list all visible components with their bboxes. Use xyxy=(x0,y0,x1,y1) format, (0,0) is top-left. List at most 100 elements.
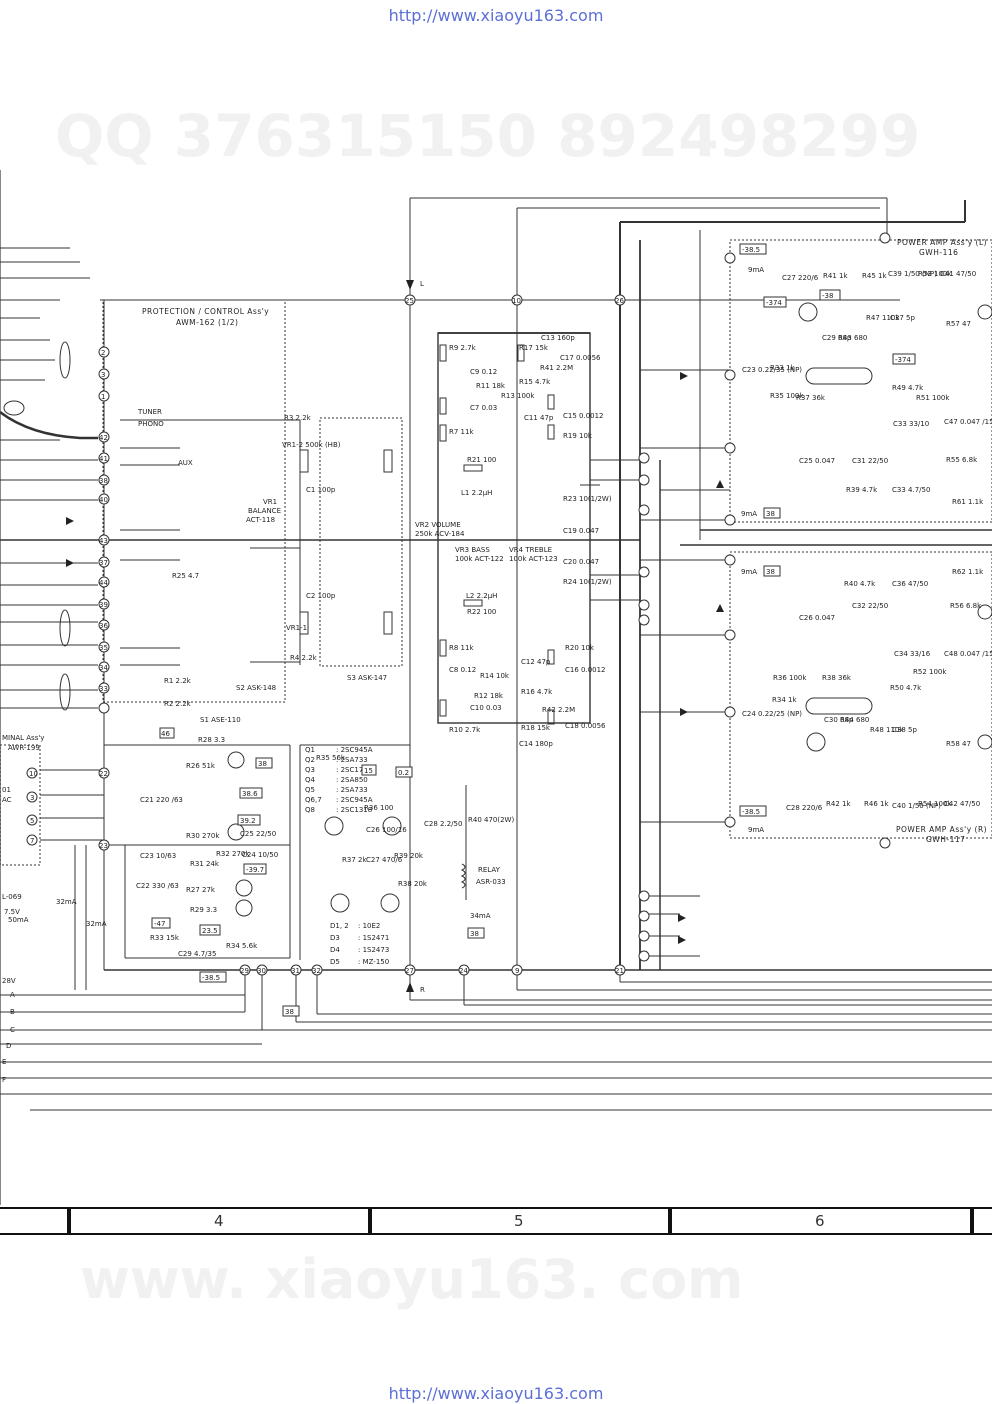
component-label: C1 100p xyxy=(306,486,336,494)
component-label: R58 47 xyxy=(946,740,971,748)
component-label: C29 68p xyxy=(822,334,852,342)
voltage-tag: -38.5 xyxy=(742,246,760,254)
terminal-text: AC xyxy=(2,796,12,804)
phono-label: PHONO xyxy=(138,420,164,428)
vr4-model-label: 100k ACT-123 xyxy=(509,555,558,563)
vr4-treble-label: VR4 TREBLE xyxy=(509,546,552,554)
bus-label: D xyxy=(6,1042,11,1050)
bus-label: C xyxy=(10,1026,15,1034)
component-label: R2 2.2k xyxy=(164,700,192,708)
current-label: 34mA xyxy=(470,912,491,920)
diode-ref: D1, 2 xyxy=(330,922,349,930)
transistor-ref: Q4 xyxy=(305,776,316,784)
component-label: C31 22/50 xyxy=(852,457,888,465)
vr3-bass-label: VR3 BASS xyxy=(455,546,490,554)
component-label: R45 1k xyxy=(862,272,887,280)
power-amp-top-title: POWER AMP Ass'y (L) xyxy=(897,238,987,247)
diode-ref: D4 xyxy=(330,946,340,954)
component-label: C36 47/50 xyxy=(892,580,928,588)
s2-model-label: S2 ASK-148 xyxy=(236,684,276,692)
component-label: R7 11k xyxy=(449,428,474,436)
component-label: R43 680 xyxy=(838,334,867,342)
component-label: R44 680 xyxy=(840,716,869,724)
component-label: C24 10/50 xyxy=(242,851,278,859)
component-label: R32 270k xyxy=(216,850,250,858)
voltage-tag: 38.6 xyxy=(242,790,258,798)
component-label: R29 3.3 xyxy=(190,906,217,914)
current-label: 32mA xyxy=(56,898,77,906)
pin-number: 43 xyxy=(99,537,108,545)
transistor-part: : 2SC945A xyxy=(336,746,373,754)
pin-number: 23 xyxy=(99,842,108,850)
power-amp-bottom-title: POWER AMP Ass'y (R) xyxy=(896,825,987,834)
component-label: C23 10/63 xyxy=(140,852,176,860)
pin-number: 9 xyxy=(515,967,519,975)
voltage-tag: 38 xyxy=(285,1008,294,1016)
pin-number: 22 xyxy=(99,770,108,778)
component-label: VR1-2 500k (HB) xyxy=(282,441,341,449)
channel-r-label: R xyxy=(420,986,425,994)
diode-ref: D3 xyxy=(330,934,340,942)
watermark-top: QQ 376315150 892498299 xyxy=(55,102,921,170)
component-label: L1 2.2µH xyxy=(461,489,492,497)
component-label: R14 10k xyxy=(480,672,510,680)
transistor-ref: Q6,7 xyxy=(305,796,322,804)
pin-number: 41 xyxy=(99,455,108,463)
component-label: C27 220/6 xyxy=(782,274,819,282)
component-label: C25 22/50 xyxy=(240,830,276,838)
component-label: C18 0.0056 xyxy=(565,722,606,730)
component-label: C48 0.047 /150 xyxy=(944,650,992,658)
protection-title: PROTECTION / CONTROL Ass'y xyxy=(142,307,269,316)
transistor-ref: Q3 xyxy=(305,766,315,774)
pin-number: 29 xyxy=(240,967,249,975)
terminal-pin: 7 xyxy=(30,837,34,845)
component-label: C21 220 /63 xyxy=(140,796,183,804)
component-label: C27 470/6 xyxy=(366,856,403,864)
component-label: R56 6.8k xyxy=(950,602,982,610)
component-label: C33 4.7/50 xyxy=(892,486,930,494)
terminal-title: MINAL Ass'y xyxy=(2,734,44,742)
section-number: 5 xyxy=(514,1212,524,1230)
component-label: R36 100 xyxy=(364,804,393,812)
component-label: R35 100k xyxy=(770,392,804,400)
terminal-text: 7.5V xyxy=(4,908,20,916)
component-label: C12 47p xyxy=(521,658,551,666)
pin-number: 10 xyxy=(512,297,521,305)
pin-number: 30 xyxy=(257,967,266,975)
transistor-part: : 2SC945A xyxy=(336,796,373,804)
component-label: R36 100k xyxy=(773,674,807,682)
current-label: 9mA xyxy=(748,826,764,834)
component-label: C22 330 /63 xyxy=(136,882,179,890)
component-label: C26 0.047 xyxy=(799,614,835,622)
pin-number: 44 xyxy=(99,579,108,587)
component-label: R62 1.1k xyxy=(952,568,984,576)
component-label: C23 0.22/35 (NP) xyxy=(742,366,802,374)
voltage-tag: 46 xyxy=(161,730,170,738)
component-label: R42 2.2M xyxy=(542,706,575,714)
component-label: R22 100 xyxy=(467,608,496,616)
component-label: R38 36k xyxy=(822,674,852,682)
header-url[interactable]: http://www.xiaoyu163.com xyxy=(388,6,604,25)
pin-number: 24 xyxy=(459,967,468,975)
component-label: R10 2.7k xyxy=(449,726,481,734)
component-label: R39 4.7k xyxy=(846,486,878,494)
component-label: R40 4.7k xyxy=(844,580,876,588)
component-label: R12 18k xyxy=(474,692,504,700)
terminal-model: AWR-199 xyxy=(8,744,40,752)
pin-number: 38 xyxy=(99,477,108,485)
footer-url[interactable]: http://www.xiaoyu163.com xyxy=(388,1384,604,1403)
component-label: R24 10(1/2W) xyxy=(563,578,612,586)
component-label: C39 1/50 (NP) xyxy=(888,270,937,278)
diode-part: : 10E2 xyxy=(358,922,380,930)
vr1-label: VR1 xyxy=(263,498,277,506)
voltage-tag: -38.5 xyxy=(742,808,760,816)
diode-ref: D5 xyxy=(330,958,340,966)
component-label: R57 47 xyxy=(946,320,971,328)
component-label: R50 4.7k xyxy=(890,684,922,692)
voltage-tag: 38 xyxy=(766,568,775,576)
component-label: R23 10(1/2W) xyxy=(563,495,612,503)
relay-label: RELAY xyxy=(478,866,501,874)
vr2-model-label: 250k ACV-184 xyxy=(415,530,465,538)
voltage-tag: -38.5 xyxy=(202,974,220,982)
